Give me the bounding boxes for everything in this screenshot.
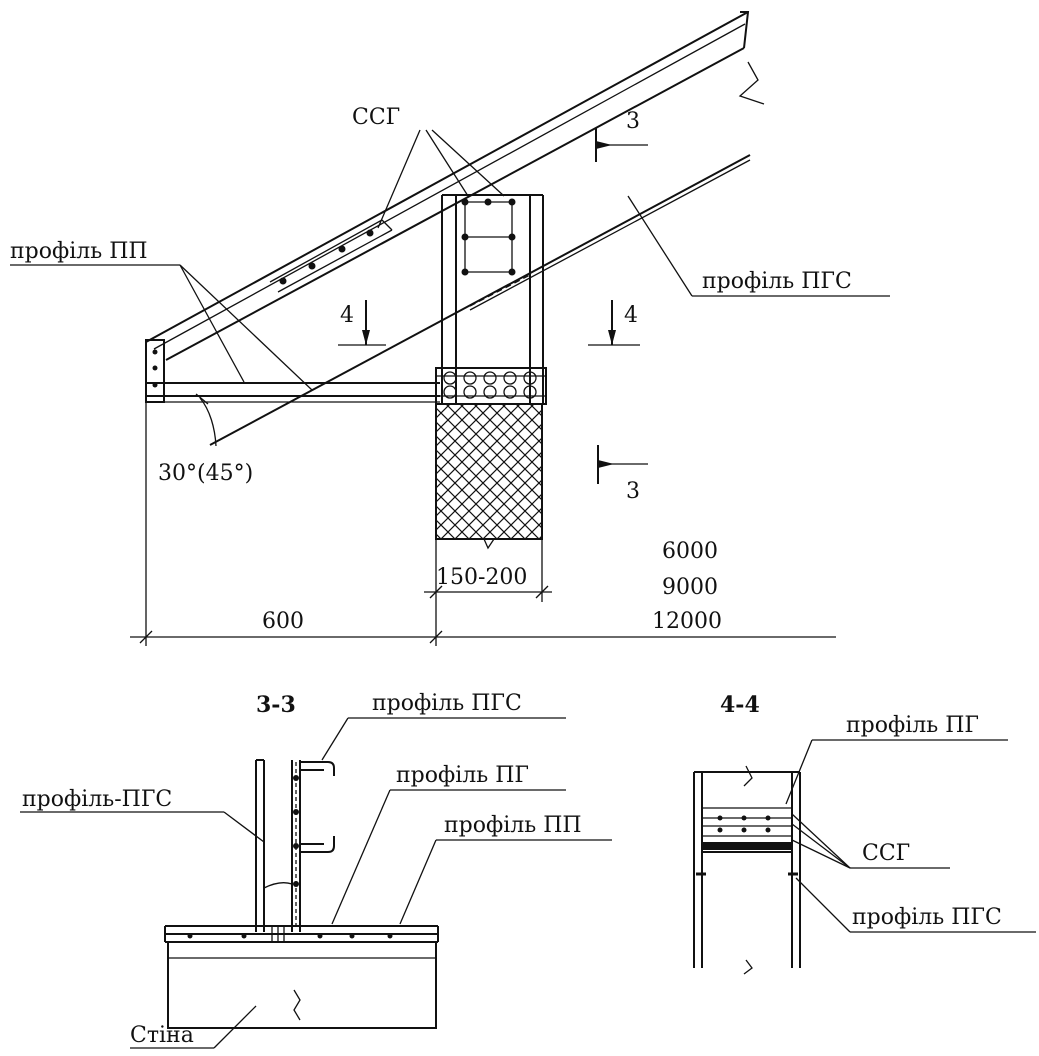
- bolt: [279, 277, 287, 285]
- section-cut-4-left: 4: [338, 300, 386, 346]
- dim-span-6000: 6000: [662, 539, 718, 564]
- leader-lines: [10, 129, 890, 391]
- section-cut-3-top: 3: [595, 109, 648, 162]
- s44-profile-pg: профіль ПГ: [846, 713, 979, 738]
- base-node: [435, 367, 547, 405]
- svg-text:3: 3: [626, 479, 640, 504]
- s33-profile-pg: профіль ПГ: [396, 763, 529, 788]
- dim-span-12000: 12000: [652, 609, 722, 634]
- s44-profile-pgs: профіль ПГС: [852, 905, 1002, 930]
- section-cut-4-right: 4: [588, 300, 640, 346]
- bolt: [308, 262, 316, 270]
- angle-marker: 30°(45°): [158, 393, 253, 486]
- s33-profile-pgs-left: профіль-ПГС: [22, 787, 172, 812]
- bolt: [366, 229, 374, 237]
- svg-text:4: 4: [624, 303, 638, 328]
- ssg-label: ССГ: [352, 105, 400, 130]
- section-4-4: 4-4 профіль ПГ ССГ профіль ПГС: [693, 692, 1036, 975]
- vertical-post: [441, 194, 544, 404]
- dim-overhang: 600: [262, 609, 304, 634]
- horizontal-profile-pp: [146, 382, 440, 403]
- bolt: [338, 245, 346, 253]
- svg-text:4: 4: [340, 303, 354, 328]
- section-4-4-title: 4-4: [720, 692, 760, 718]
- dimension-lines: [130, 402, 836, 646]
- dim-span-9000: 9000: [662, 575, 718, 600]
- ssg-plate: [269, 219, 393, 293]
- angle-label: 30°(45°): [158, 461, 253, 486]
- s33-wall-label: Стіна: [130, 1023, 194, 1048]
- eave-end-plate: [145, 339, 165, 403]
- main-view: 30°(45°) 3 3: [10, 11, 890, 646]
- dim-wall-width: 150-200: [436, 565, 527, 590]
- section-cut-3-bottom: 3: [597, 445, 648, 504]
- section-3-3: 3-3: [20, 691, 612, 1049]
- wall-section: [435, 403, 543, 550]
- section-3-3-title: 3-3: [256, 692, 296, 718]
- profile-pp-label: профіль ПП: [10, 239, 148, 264]
- svg-text:3: 3: [626, 109, 640, 134]
- s33-profile-pp: профіль ПП: [444, 813, 582, 838]
- s33-profile-pgs-top: профіль ПГС: [372, 691, 522, 716]
- s44-ssg-label: ССГ: [862, 841, 910, 866]
- profile-pgs-label: профіль ПГС: [702, 269, 852, 294]
